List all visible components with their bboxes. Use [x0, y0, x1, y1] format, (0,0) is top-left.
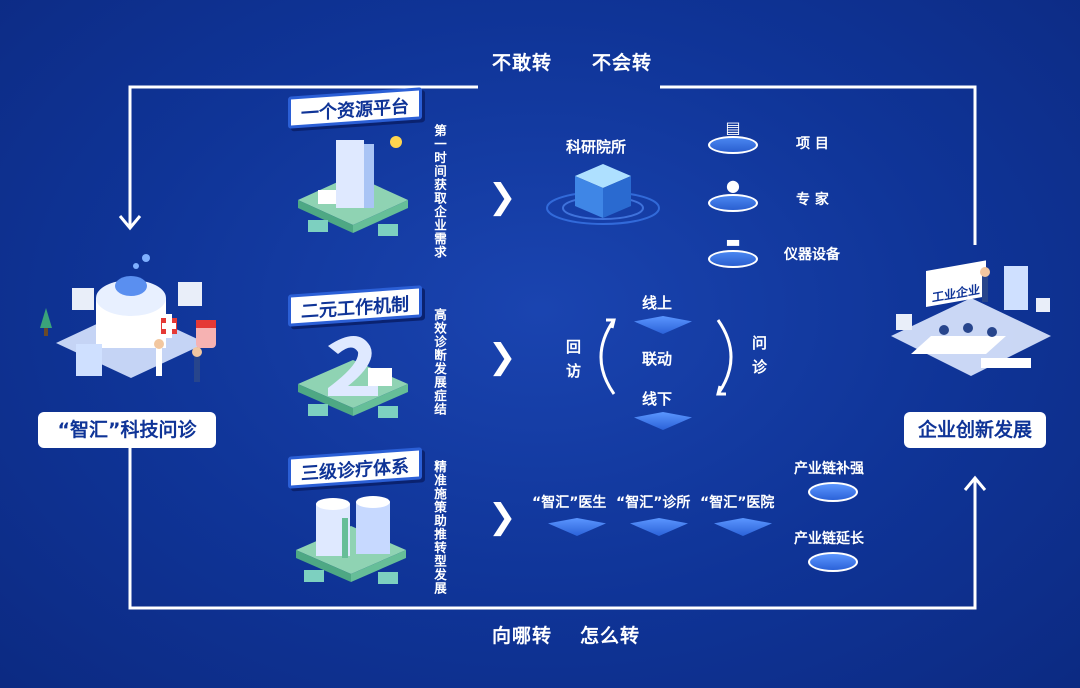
chain-extend-disc [808, 552, 858, 572]
consult-label-b: 诊 [752, 358, 768, 376]
expert-item: ● [708, 176, 758, 216]
linkage-label: 联动 [642, 350, 673, 368]
project-label: 项 目 [796, 136, 829, 152]
tier-1-title: 一个资源平台 [288, 87, 422, 129]
chain-strengthen-label: 产业链补强 [794, 461, 864, 477]
offline-label: 线下 [642, 390, 673, 408]
chevron-right-icon-3: ❯ [488, 497, 517, 537]
equipment-item: ▬ [708, 232, 758, 272]
top-label-b: 不会转 [592, 52, 653, 74]
router-icon: ▬ [725, 232, 741, 251]
online-label: 线上 [642, 294, 673, 312]
smart-consult-label: “智汇”科技问诊 [38, 412, 216, 448]
bottom-label-a: 向哪转 [492, 625, 553, 647]
top-label-a: 不敢转 [492, 52, 553, 74]
consult-label-a: 问 [752, 334, 768, 352]
enterprise-innovation-label: 企业创新发展 [904, 412, 1046, 448]
chain-strengthen-disc [808, 482, 858, 502]
project-item: ▤ [708, 118, 758, 158]
chain-extend-label: 产业链延长 [794, 531, 864, 547]
doctor-label: “智汇”医生 [532, 495, 607, 511]
tier-2-illustration [298, 336, 408, 418]
tier-2-title: 二元工作机制 [288, 285, 422, 327]
chevron-right-icon-2: ❯ [488, 337, 517, 377]
tier-2: 二元工作机制 [288, 285, 422, 327]
bottom-label-b: 怎么转 [580, 625, 641, 647]
tier-1-illustration [298, 136, 408, 236]
tier-2-desc: 高效诊断发展症结 [432, 308, 447, 416]
tier-1-desc: 第一时间获取企业需求 [432, 124, 447, 259]
clinic-label: “智汇”诊所 [616, 495, 691, 511]
research-institute-label: 科研院所 [566, 138, 627, 156]
tier-3-title: 三级诊疗体系 [288, 447, 422, 489]
revisit-label-b: 访 [566, 362, 582, 380]
tier-3-desc: 精准施策助推转型发展 [432, 460, 447, 595]
tier-3: 三级诊疗体系 [288, 447, 422, 489]
equipment-label: 仪器设备 [784, 247, 840, 263]
tier-1: 一个资源平台 [288, 87, 422, 129]
revisit-label-a: 回 [566, 338, 582, 356]
hospital-illustration [40, 254, 216, 382]
hospital-label: “智汇”医院 [700, 495, 775, 511]
chevron-right-icon-1: ❯ [488, 177, 517, 217]
cycle-arrows [599, 318, 733, 396]
person-icon: ● [726, 176, 740, 195]
enterprise-illustration: 工业企业 [891, 260, 1051, 376]
expert-label: 专 家 [796, 192, 829, 208]
layers-icon: ▤ [725, 118, 741, 137]
tier-3-illustration [296, 496, 406, 584]
research-cube-icon [546, 164, 660, 225]
